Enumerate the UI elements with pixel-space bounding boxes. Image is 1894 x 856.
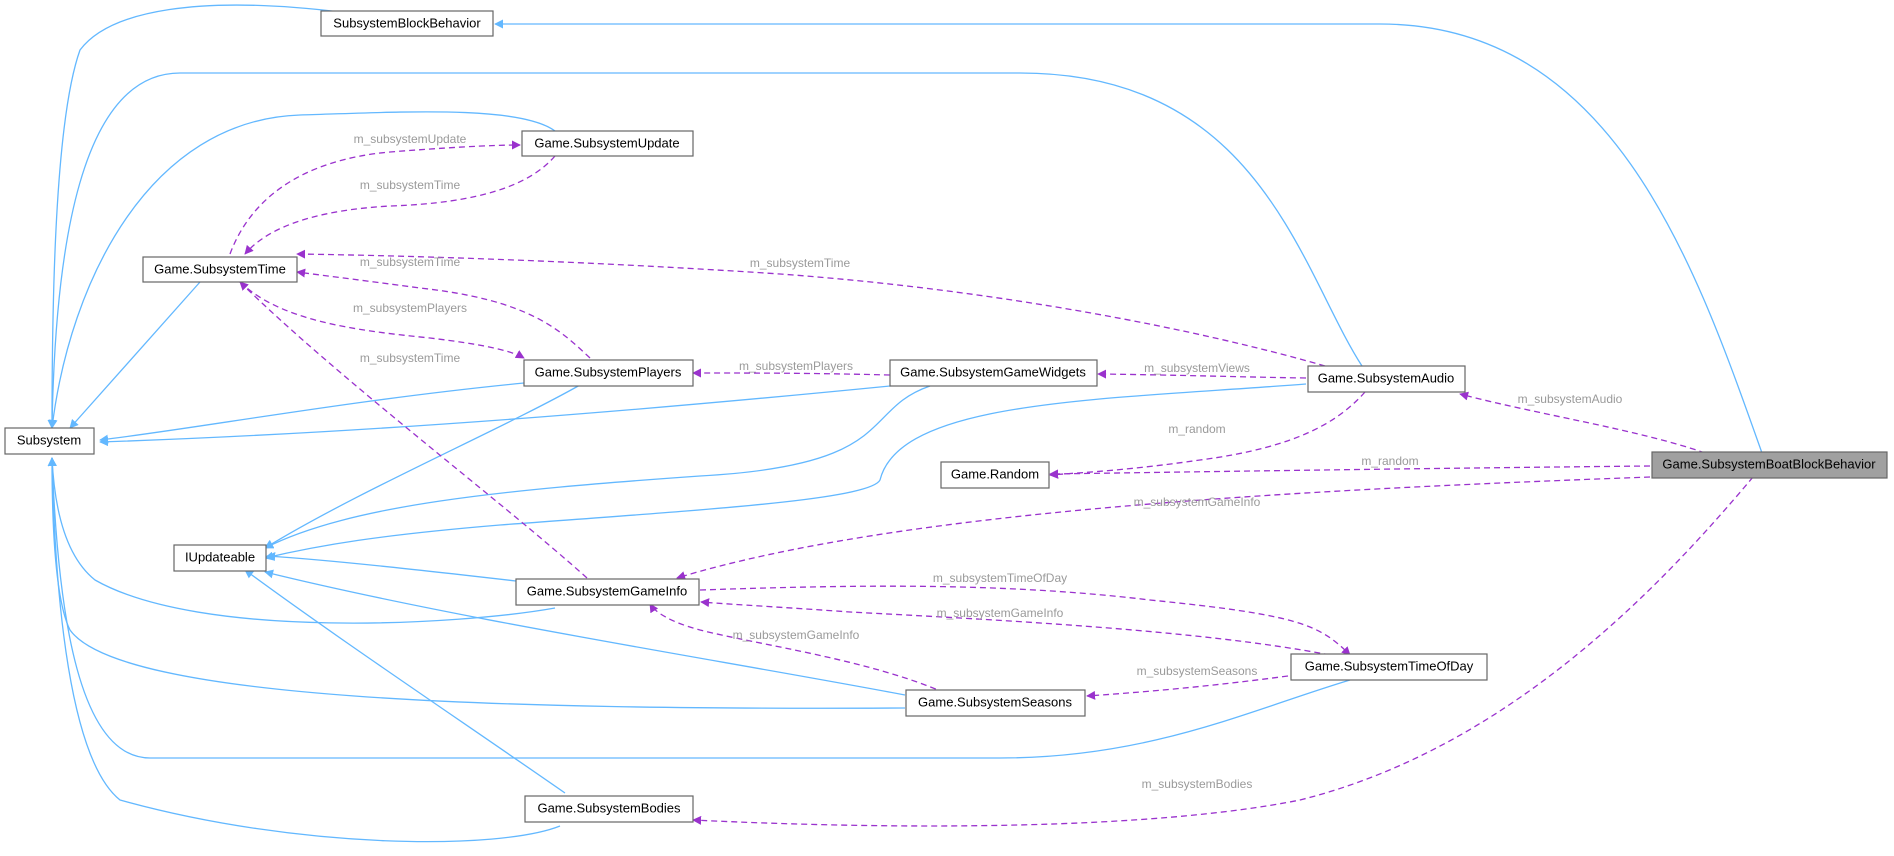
node-label: Game.SubsystemUpdate xyxy=(534,135,679,150)
label-timeofday-from-gameinfo: m_subsystemTimeOfDay xyxy=(933,571,1067,585)
edge-use-random-from-boat xyxy=(1049,465,1651,479)
edge-timeofday-to-subsystem xyxy=(47,457,1351,759)
edge-use-time-from-players xyxy=(296,268,591,359)
label-players-from-widgets: m_subsystemPlayers xyxy=(739,359,853,373)
edge-bodies-to-subsystem xyxy=(47,457,561,843)
node-subsystem[interactable]: Subsystem xyxy=(4,427,95,455)
inheritance-edges xyxy=(47,4,1768,843)
label-seasons-from-timeofday: m_subsystemSeasons xyxy=(1137,664,1258,678)
edge-gameinfo-to-subsystem xyxy=(47,457,556,624)
edge-seasons-to-subsystem xyxy=(47,457,906,709)
edge-audio-to-iupdateable xyxy=(264,383,1307,561)
node-label: Game.SubsystemTimeOfDay xyxy=(1305,658,1474,673)
edge-update-to-subsystem xyxy=(48,111,556,429)
node-game-subsystem-boat-block-behavior[interactable]: Game.SubsystemBoatBlockBehavior xyxy=(1651,451,1888,479)
label-time-from-audio: m_subsystemTime xyxy=(750,256,851,270)
node-game-subsystem-time[interactable]: Game.SubsystemTime xyxy=(142,256,298,283)
edge-players-to-subsystem xyxy=(99,382,525,444)
edge-use-time-from-audio xyxy=(296,249,1326,367)
usage-edges xyxy=(229,140,1754,827)
label-audio-from-boat: m_subsystemAudio xyxy=(1518,392,1623,406)
edge-use-time-from-gameinfo xyxy=(239,281,588,579)
node-game-random[interactable]: Game.Random xyxy=(940,461,1050,489)
label-time-from-gameinfo: m_subsystemTime xyxy=(360,351,461,365)
node-label: Game.SubsystemTime xyxy=(154,261,286,276)
edge-widgets-to-subsystem xyxy=(99,382,921,447)
node-label: SubsystemBlockBehavior xyxy=(333,15,481,30)
label-gameinfo-from-seasons: m_subsystemGameInfo xyxy=(733,628,860,642)
edge-blockbehavior-to-subsystem xyxy=(47,4,341,429)
label-random-from-audio: m_random xyxy=(1168,422,1225,436)
edge-seasons-to-iupdateable xyxy=(264,569,906,696)
node-label: Game.SubsystemBoatBlockBehavior xyxy=(1662,456,1876,471)
node-label: IUpdateable xyxy=(185,549,255,564)
node-i-updateable[interactable]: IUpdateable xyxy=(173,544,267,572)
label-time-from-players: m_subsystemTime xyxy=(360,255,461,269)
node-game-subsystem-bodies[interactable]: Game.SubsystemBodies xyxy=(524,795,694,823)
node-label: Game.SubsystemPlayers xyxy=(535,364,682,379)
edge-use-seasons-from-timeofday xyxy=(1086,675,1289,700)
node-label: Game.SubsystemGameWidgets xyxy=(900,364,1086,379)
node-game-subsystem-game-info[interactable]: Game.SubsystemGameInfo xyxy=(515,578,700,606)
node-label: Game.SubsystemBodies xyxy=(537,800,681,815)
edge-time-to-subsystem xyxy=(69,281,201,429)
edge-use-players-from-widgets xyxy=(692,368,891,378)
edge-bodies-to-iupdateable xyxy=(244,569,566,794)
node-label: Game.SubsystemSeasons xyxy=(918,694,1072,709)
edge-use-random-from-audio xyxy=(1049,391,1366,479)
nodes: SubsystemBlockBehavior Game.SubsystemUpd… xyxy=(4,10,1888,823)
label-gameinfo-from-timeofday: m_subsystemGameInfo xyxy=(937,606,1064,620)
node-game-subsystem-game-widgets[interactable]: Game.SubsystemGameWidgets xyxy=(889,359,1098,387)
edge-use-gameinfo-from-seasons xyxy=(649,603,946,694)
node-subsystem-block-behavior[interactable]: SubsystemBlockBehavior xyxy=(320,10,494,37)
node-game-subsystem-audio[interactable]: Game.SubsystemAudio xyxy=(1307,365,1466,393)
edge-use-update-from-time xyxy=(229,140,521,255)
node-game-subsystem-players[interactable]: Game.SubsystemPlayers xyxy=(523,359,694,387)
node-label: Game.SubsystemGameInfo xyxy=(527,583,687,598)
edge-use-timeofday-from-gameinfo xyxy=(699,585,1351,656)
edge-use-players-from-time xyxy=(239,281,525,359)
node-label: Game.SubsystemAudio xyxy=(1318,370,1455,385)
label-gameinfo-from-boat: m_subsystemGameInfo xyxy=(1134,495,1261,509)
node-label: Subsystem xyxy=(17,432,81,447)
edge-use-gameinfo-from-timeofday xyxy=(700,598,1331,656)
node-game-subsystem-update[interactable]: Game.SubsystemUpdate xyxy=(521,130,694,157)
edge-use-gameinfo-from-boat xyxy=(676,476,1651,580)
edge-use-widgets-from-audio xyxy=(1097,369,1307,379)
edge-players-to-iupdateable xyxy=(264,384,581,549)
edge-use-audio-from-boat xyxy=(1459,391,1706,454)
edge-boat-to-blockbehavior xyxy=(494,19,1768,468)
node-game-subsystem-seasons[interactable]: Game.SubsystemSeasons xyxy=(905,689,1086,717)
edge-use-bodies-from-boat xyxy=(692,476,1754,827)
label-time-from-update: m_subsystemTime xyxy=(360,178,461,192)
label-random-from-boat: m_random xyxy=(1361,454,1418,468)
edge-widgets-to-iupdateable xyxy=(264,385,931,549)
label-bodies-from-boat: m_subsystemBodies xyxy=(1142,777,1253,791)
edge-gameinfo-to-iupdateable xyxy=(266,552,517,582)
node-label: Game.Random xyxy=(951,466,1039,481)
label-widgets-from-audio: m_subsystemViews xyxy=(1144,361,1250,375)
label-update-from-time: m_subsystemUpdate xyxy=(354,132,467,146)
label-players-from-time: m_subsystemPlayers xyxy=(353,301,467,315)
edge-use-time-from-update xyxy=(244,155,556,255)
edge-audio-to-subsystem xyxy=(47,72,1363,429)
node-game-subsystem-time-of-day[interactable]: Game.SubsystemTimeOfDay xyxy=(1290,653,1488,681)
edge-labels: m_subsystemUpdate m_subsystemTime m_subs… xyxy=(353,132,1623,791)
